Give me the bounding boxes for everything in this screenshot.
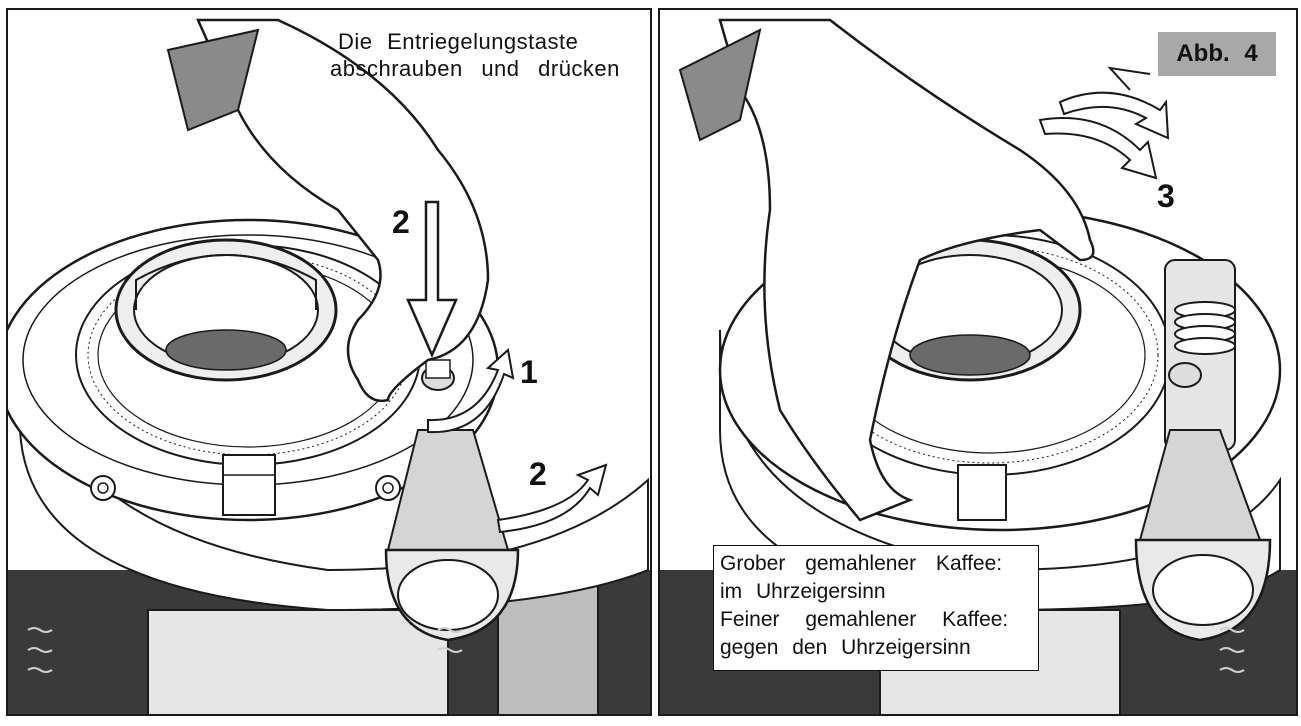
- step-number-rotate: 3: [1157, 180, 1175, 212]
- figure-label: Abb. 4: [1158, 32, 1276, 76]
- step-number-unscrew: 1: [520, 356, 538, 388]
- caption-line-1: Die Entriegelungstaste: [330, 28, 660, 55]
- step-number-press: 2: [392, 206, 410, 238]
- instruction-caption: Die Entriegelungstaste abschrauben und d…: [330, 28, 660, 82]
- fine-direction: gegen den Uhrzeigersinn: [720, 634, 1032, 662]
- step-number-swing: 2: [529, 458, 547, 490]
- coarse-label: Grober gemahlener Kaffee:: [720, 550, 1032, 578]
- grinder-unlock-illustration: [8, 10, 652, 716]
- caption-line-2: abschrauben und drücken: [330, 55, 660, 82]
- illustration-panel-left: [6, 8, 652, 716]
- coarse-direction: im Uhrzeigersinn: [720, 578, 1032, 606]
- grind-direction-note: Grober gemahlener Kaffee: im Uhrzeigersi…: [713, 545, 1039, 671]
- fine-label: Feiner gemahlener Kaffee:: [720, 606, 1032, 634]
